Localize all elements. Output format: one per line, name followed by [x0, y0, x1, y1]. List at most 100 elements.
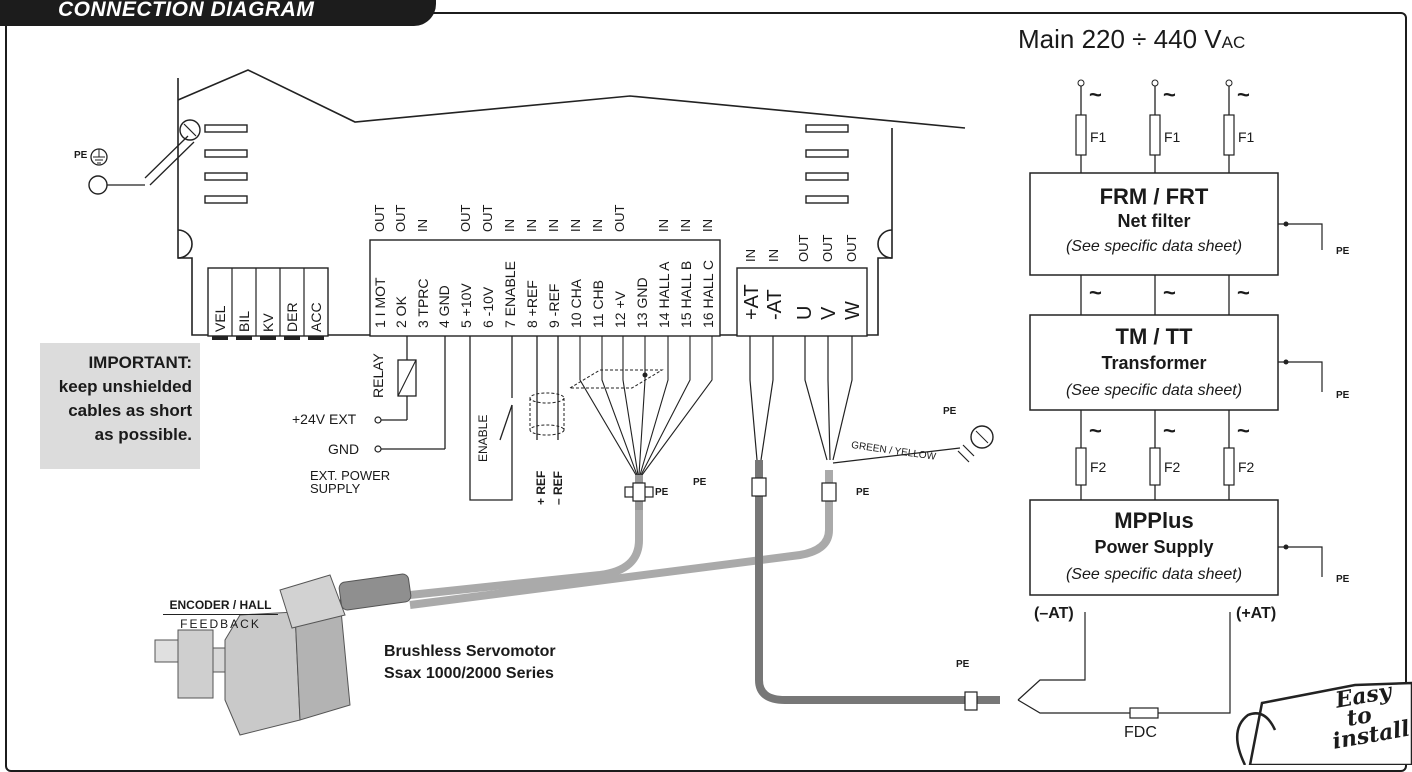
mains-label: Main 220 ÷ 440 V	[1018, 24, 1222, 54]
signal-terminal-label: 10 CHA	[568, 278, 584, 328]
ext-24v-label: +24V EXT	[292, 411, 357, 427]
power-terminal-label: -AT	[764, 289, 786, 320]
net-filter-text: FRM / FRT Net filter (See specific data …	[1030, 184, 1278, 259]
mains-unit: AC	[1221, 33, 1246, 52]
heatsink-fins-right	[805, 124, 849, 204]
pe-label-filter: PE	[1336, 246, 1350, 257]
psu-pos-terminal: (+AT)	[1236, 605, 1277, 622]
signal-terminal-direction: OUT	[372, 204, 387, 232]
phase-symbol: ~	[1163, 82, 1176, 107]
pe-label-motor: PE	[943, 406, 957, 417]
phase-symbol: ~	[1089, 82, 1102, 107]
signal-terminal-label: 15 HALL B	[678, 260, 694, 328]
transformer-note: (See specific data sheet)	[1065, 382, 1243, 399]
net-filter-note: (See specific data sheet)	[1065, 238, 1243, 255]
pe-label-transformer: PE	[1336, 390, 1350, 401]
important-line1: IMPORTANT:	[88, 353, 192, 372]
phase-symbol: ~	[1089, 280, 1102, 305]
motor-line1: Brushless Servomotor	[384, 643, 556, 660]
ext-power-line2: SUPPLY	[310, 481, 361, 496]
motor-label: Brushless Servomotor Ssax 1000/2000 Seri…	[384, 641, 556, 685]
relay-label: RELAY	[370, 353, 386, 398]
signal-terminal-label: 9 -REF	[546, 283, 562, 328]
phase-symbol: ~	[1089, 418, 1102, 443]
signal-terminal-label: 16 HALL C	[700, 260, 716, 328]
fuse-label: F2	[1238, 459, 1255, 475]
diagram-header: CONNECTION DIAGRAM	[0, 0, 436, 26]
psu-neg-terminal: (–AT)	[1034, 605, 1074, 622]
psu-text: MPPlus Power Supply (See specific data s…	[1030, 507, 1278, 588]
trimmer-feet	[212, 336, 324, 340]
encoder-line2: FEEDBACK	[180, 617, 261, 631]
power-supply-box	[1029, 499, 1279, 596]
motor-cable	[409, 470, 833, 609]
trimmer-label: BIL	[236, 310, 252, 332]
psu-cable-clamp	[964, 691, 978, 711]
net-filter-subtitle: Net filter	[1117, 211, 1191, 231]
pe-label-dc: PE	[693, 477, 707, 488]
right-mount-notch	[877, 229, 893, 259]
signal-terminal-direction: IN	[546, 219, 561, 232]
trimmer-block	[207, 267, 329, 337]
power-terminal-direction: OUT	[796, 234, 811, 262]
pe-ring-terminal	[88, 175, 108, 195]
signal-terminal-direction: OUT	[458, 204, 473, 232]
phase-symbol: ~	[1237, 280, 1250, 305]
fuses-f2	[1075, 447, 1235, 486]
power-terminal-direction: IN	[766, 249, 781, 262]
psu-subtitle: Power Supply	[1094, 537, 1214, 557]
fuse-label: F1	[1164, 129, 1181, 145]
ref-neg-label: – REF	[551, 470, 565, 505]
gnd-label: GND	[328, 441, 360, 457]
signal-terminal-direction: IN	[678, 219, 693, 232]
phase-symbol: ~	[1237, 418, 1250, 443]
badge-text: Easy to install	[1331, 678, 1412, 754]
encoder-cable-clamp	[632, 482, 646, 502]
motor-cable-clamp	[821, 482, 837, 502]
power-terminal-direction: OUT	[820, 234, 835, 262]
enable-loop	[469, 336, 513, 501]
pe-label-drive: PE	[74, 150, 88, 161]
fdc-fuse	[1129, 707, 1159, 719]
fdc-label: FDC	[1124, 724, 1157, 741]
ref-pos-label: + REF	[534, 470, 548, 505]
power-terminal-label: +AT	[741, 284, 763, 320]
ext-power-line1: EXT. POWER	[310, 468, 391, 483]
power-terminal-label: U	[794, 305, 816, 320]
mains-phases	[1080, 86, 1230, 500]
ext-power-label: EXT. POWER SUPPLY	[310, 469, 390, 495]
psu-title: MPPlus	[1114, 508, 1194, 533]
trimmer-label: ACC	[308, 302, 324, 332]
signal-terminal-label: 4 GND	[436, 285, 452, 328]
important-note: IMPORTANT: keep unshielded cables as sho…	[40, 343, 200, 469]
signal-terminal-direction: OUT	[480, 204, 495, 232]
signal-terminal-label: 3 TPRC	[415, 278, 431, 328]
mains-voltage-label: Main 220 ÷ 440 VAC	[1018, 24, 1245, 55]
signal-terminal-label: 13 GND	[634, 277, 650, 328]
enable-label: ENABLE	[476, 414, 490, 462]
drive-top-edge	[177, 69, 966, 129]
signal-terminal-direction: IN	[415, 219, 430, 232]
heatsink-fins-left	[204, 124, 248, 204]
pe-label-psu: PE	[1336, 574, 1350, 585]
signal-terminal-direction: IN	[656, 219, 671, 232]
power-terminal-direction: IN	[743, 249, 758, 262]
signal-terminal-label: 1 I MOT	[372, 277, 388, 328]
trimmer-label: KV	[260, 313, 276, 332]
dc-bus-cable	[755, 460, 1000, 704]
servomotor-image	[154, 573, 412, 736]
net-filter-title: FRM / FRT	[1099, 184, 1209, 209]
psu-note: (See specific data sheet)	[1065, 566, 1243, 583]
phase-symbol: ~	[1237, 82, 1250, 107]
fuse-label: F2	[1090, 459, 1107, 475]
signal-terminal-label: 2 OK	[393, 296, 409, 328]
power-terminal-strip	[736, 267, 868, 337]
important-line2: keep unshielded	[58, 377, 192, 396]
transformer-title: TM / TT	[1115, 324, 1193, 349]
phase-symbol: ~	[1163, 418, 1176, 443]
trimmer-label: DER	[284, 302, 300, 332]
power-terminal-direction: OUT	[844, 234, 859, 262]
signal-terminal-label: 7 ENABLE	[502, 261, 518, 328]
fuse-label: F2	[1164, 459, 1181, 475]
